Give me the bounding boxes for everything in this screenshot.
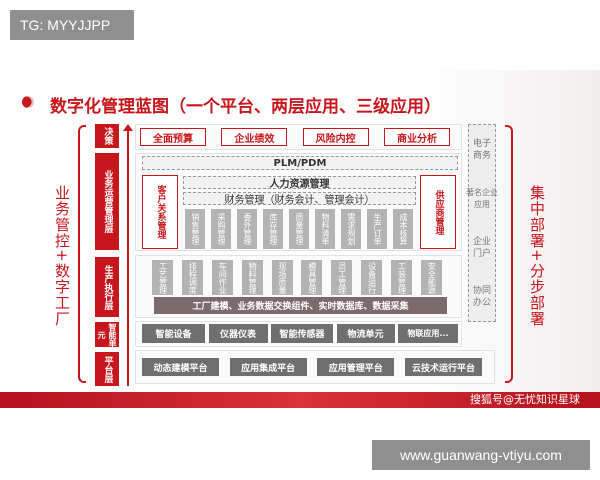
- smart-row: 智能设备 仪器仪表 智能传感器 物流单元 物联应用...: [142, 324, 458, 343]
- right-side-text: 集中部署+分步部署: [528, 185, 546, 327]
- module: 工艺管理: [152, 260, 173, 295]
- right-brace: [505, 125, 513, 383]
- smart-item: 物联应用...: [398, 324, 458, 343]
- smart-item: 智能设备: [142, 324, 205, 343]
- right-item: 协同办公: [472, 285, 491, 308]
- module: 车间作业: [211, 260, 233, 295]
- plm-row: PLM/PDM: [142, 156, 458, 170]
- module: 排程调度: [181, 260, 203, 295]
- module: 员工管理: [331, 260, 353, 295]
- platform-row: 动态建模平台 应用集成平台 应用管理平台 云技术运行平台: [142, 358, 482, 376]
- layer-decision: 决策: [95, 124, 119, 148]
- right-column: 电子商务 著名企业应用 企业门户 协同办公: [466, 124, 498, 322]
- scm-box: 供应商管理: [420, 175, 456, 249]
- business-modules: 销售管理 采购管理 委外管理 库存管理 质量管理 物料清单 需求规划 生产订单 …: [185, 209, 413, 249]
- module: 生产订单: [367, 209, 387, 249]
- right-item: 企业门户: [472, 236, 491, 259]
- smart-item: 物流单元: [336, 324, 395, 343]
- module: 销售管理: [185, 209, 205, 249]
- module: 安全能源: [420, 260, 442, 295]
- bullet-icon: [22, 96, 34, 108]
- module: 库存管理: [263, 209, 283, 249]
- production-bar: 工厂建模、业务数据交换组件、实时数据库、数据采集: [154, 297, 447, 314]
- layer-production: 生产执行层: [95, 257, 119, 317]
- layer-platform: 平台层: [95, 352, 119, 386]
- module: 质量管理: [289, 209, 309, 249]
- hr-row: 人力资源管理: [183, 176, 416, 190]
- module: 采购管理: [211, 209, 231, 249]
- module: 需求规划: [341, 209, 361, 249]
- module: 设备运行: [361, 260, 383, 295]
- right-item: 电子商务: [472, 138, 491, 161]
- smart-item: 智能传感器: [271, 324, 333, 343]
- smart-item: 仪器仪表: [208, 324, 268, 343]
- footer-band: 搜狐号@无忧知识星球: [0, 392, 600, 408]
- tg-label: TG: MYYJJPP: [10, 10, 134, 40]
- platform-item: 云技术运行平台: [404, 358, 482, 376]
- slide-title: 数字化管理蓝图（一个平台、两层应用、三级应用）: [50, 97, 441, 117]
- module: 工装管理: [391, 260, 412, 295]
- layer-smart: 智能单元: [95, 322, 119, 347]
- module: 成本核算: [393, 209, 413, 249]
- decision-item: 商业分析: [383, 128, 450, 146]
- module: 现场质量: [271, 260, 293, 295]
- layer-business: 业务运营管理层: [95, 153, 119, 250]
- left-side-text: 业务管控+数字工厂: [53, 185, 71, 327]
- module: 模具管理: [301, 260, 323, 295]
- decision-item: 风险内控: [302, 128, 369, 146]
- arrow-head-icon: [123, 124, 133, 131]
- platform-item: 应用管理平台: [317, 358, 395, 376]
- decision-item: 全面预算: [140, 128, 206, 146]
- module: 物料管理: [241, 260, 263, 295]
- watermark-url: www.guanwang-vtiyu.com: [372, 440, 590, 470]
- platform-item: 动态建模平台: [142, 358, 219, 376]
- right-item: 著名企业应用: [466, 187, 498, 209]
- platform-item: 应用集成平台: [229, 358, 307, 376]
- decision-item: 企业绩效: [221, 128, 288, 146]
- module: 委外管理: [237, 209, 257, 249]
- crm-box: 客户关系管理: [142, 175, 178, 249]
- finance-row: 财务管理（财务会计、管理会计）: [183, 192, 416, 206]
- decision-row: 全面预算 企业绩效 风险内控 商业分析: [140, 128, 450, 146]
- up-arrow: [127, 128, 129, 386]
- source-credit: 搜狐号@无忧知识星球: [470, 393, 580, 406]
- production-modules: 工艺管理 排程调度 车间作业 物料管理 现场质量 模具管理 员工管理 设备运行 …: [152, 260, 442, 295]
- module: 物料清单: [315, 209, 335, 249]
- left-brace: [78, 125, 86, 383]
